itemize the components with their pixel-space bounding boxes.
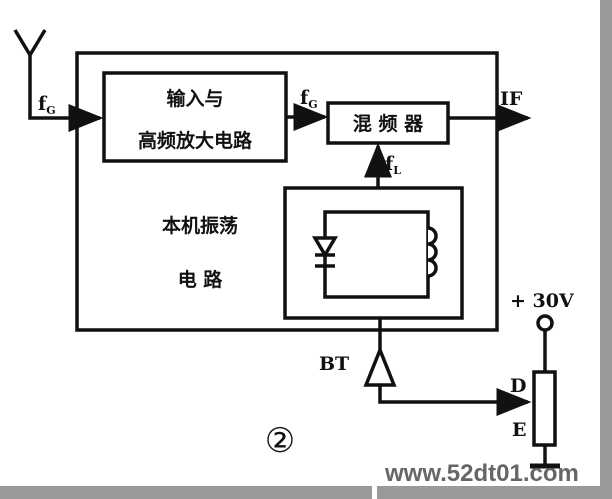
mixer-label: 混 频 器 xyxy=(353,112,424,135)
tuner-box xyxy=(75,51,499,332)
fg-out-label: fG xyxy=(300,87,318,111)
antenna-icon xyxy=(13,29,100,118)
watermark: www.52dt01.com xyxy=(384,460,579,487)
lc-tank xyxy=(323,210,430,299)
input-amp-label-2: 高频放大电路 xyxy=(138,129,253,152)
if-label: IF xyxy=(500,88,523,110)
fg-in-label: fG xyxy=(38,93,56,117)
figure-number: ② xyxy=(265,421,295,461)
supply-label: + 30V xyxy=(510,290,575,312)
oscillator-block xyxy=(283,186,464,320)
oscillator-label-1: 本机振荡 xyxy=(162,214,238,237)
potentiometer-icon xyxy=(532,370,557,447)
varactor-diode-icon xyxy=(311,236,339,268)
supply-terminal-icon xyxy=(536,314,554,332)
input-amp-label-1: 输入与 xyxy=(166,87,223,110)
frame-shadow-right xyxy=(600,0,612,499)
varactor-bt-icon xyxy=(363,345,397,387)
frame-shadow-bottom xyxy=(0,486,612,499)
oscillator-label-2: 电 路 xyxy=(178,268,224,291)
wiper-label: D xyxy=(510,375,526,397)
bt-label: BT xyxy=(319,353,349,375)
inductor-icon xyxy=(427,226,438,278)
fl-label: fL xyxy=(385,153,401,177)
pot-bottom-label: E xyxy=(512,419,526,441)
